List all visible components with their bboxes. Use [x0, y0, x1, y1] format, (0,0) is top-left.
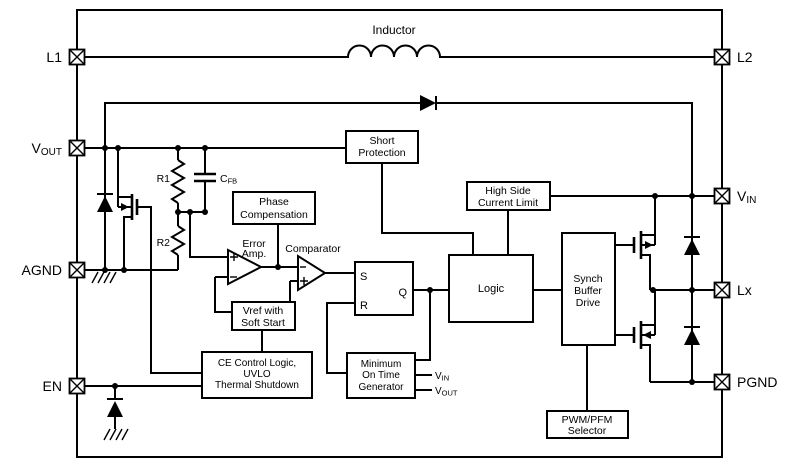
diode-top-feed — [420, 95, 436, 111]
pin-label-vin: VIN — [737, 188, 756, 206]
block-min-on-time-generator — [346, 352, 416, 399]
error-amp-label-1: Error — [242, 238, 266, 250]
ce-label-3: Thermal Shutdown — [215, 380, 299, 391]
cfb-label: CFB — [220, 173, 237, 186]
mintime-label-1: Minimum — [361, 359, 402, 370]
resistor-r2 — [170, 212, 186, 270]
hscl-label-2: Current Limit — [478, 197, 538, 209]
pin-label-pgnd: PGND — [737, 374, 777, 390]
diode-vout-agnd — [97, 148, 113, 270]
inductor-label: Inductor — [372, 23, 415, 37]
error-amp-symbol — [227, 248, 264, 286]
block-phase-compensation — [232, 191, 316, 225]
phase-comp-label-2: Compensation — [240, 209, 308, 221]
mosfet-high-side — [632, 196, 656, 290]
pin-vout — [68, 139, 86, 157]
wire-vref-to-erramp — [214, 276, 232, 313]
wire-shortprot-to-logic — [381, 163, 474, 255]
r1-label: R1 — [157, 173, 171, 185]
pwmpfm-label-2: Selector — [568, 425, 607, 437]
wire-gate-drives — [615, 244, 634, 336]
latch-q-label: Q — [398, 287, 407, 299]
latch-r-label: R — [360, 300, 368, 312]
block-ce-control-logic — [201, 351, 313, 399]
short-protection-label-1: Short — [369, 135, 394, 147]
wire-mintime-inputs — [415, 374, 432, 391]
wire-q-to-mintime — [415, 290, 431, 361]
diode-low-side — [684, 329, 700, 345]
block-sr-latch — [354, 261, 414, 316]
pin-vin — [713, 187, 731, 205]
comparator-label: Comparator — [285, 243, 341, 255]
mintime-vin-label: VIN — [435, 371, 449, 383]
ce-label-2: UVLO — [243, 369, 270, 380]
mintime-label-2: On Time — [362, 370, 400, 381]
mintime-vout-label: VOUT — [435, 386, 458, 398]
mosfet-arrow — [645, 241, 653, 249]
pin-l2 — [713, 48, 731, 66]
block-logic — [448, 254, 534, 323]
error-amp-label-2: Amp. — [242, 248, 267, 260]
pin-pgnd — [713, 373, 731, 391]
synch-label-3: Drive — [576, 297, 601, 309]
pin-label-lx: Lx — [737, 282, 752, 298]
ce-label-1: CE Control Logic, — [218, 358, 296, 369]
mosfet-discharge — [117, 148, 202, 374]
junction-dots — [102, 145, 695, 389]
r2-label: R2 — [157, 237, 171, 249]
resistor-r1 — [170, 148, 186, 212]
block-short-protection — [345, 130, 419, 164]
mosfet-arrow — [121, 203, 129, 211]
vref-label-2: Soft Start — [241, 317, 285, 329]
block-vref-soft-start — [231, 301, 296, 331]
wire-vout-diode-vin — [104, 95, 693, 196]
latch-s-label: S — [360, 271, 367, 283]
mosfet-low-side — [632, 290, 656, 382]
logic-label: Logic — [478, 283, 505, 295]
vref-label-1: Vref with — [243, 305, 284, 317]
pin-en — [68, 377, 86, 395]
mintime-label-3: Generator — [358, 382, 404, 393]
diode-high-side — [684, 239, 700, 255]
en-input-network — [85, 385, 202, 441]
wire-vref-to-comparator — [289, 280, 298, 302]
pin-label-agnd: AGND — [22, 262, 62, 278]
mosfet-arrow — [643, 331, 651, 339]
phase-comp-label-1: Phase — [259, 196, 289, 208]
chip-border — [76, 9, 723, 458]
error-amp-plus — [230, 253, 238, 261]
capacitor-cfb — [194, 148, 216, 212]
pin-agnd — [68, 261, 86, 279]
pin-label-l1: L1 — [46, 49, 62, 65]
pin-label-vout: VOUT — [32, 140, 62, 158]
pwmpfm-label-1: PWM/PFM — [562, 414, 613, 426]
block-pwm-pfm-selector — [546, 410, 629, 439]
pin-l1 — [68, 48, 86, 66]
block-synch-buffer-drive — [561, 232, 616, 346]
comparator-plus — [300, 277, 308, 285]
block-high-side-current-limit — [466, 181, 551, 211]
hscl-label-1: High Side — [485, 185, 531, 197]
synch-label-1: Synch — [573, 273, 602, 285]
comparator-symbol — [297, 254, 327, 292]
pin-lx — [713, 281, 731, 299]
synch-label-2: Buffer — [574, 285, 602, 297]
wire-reset-path — [326, 302, 355, 374]
ground-symbol-en — [103, 428, 129, 441]
wire-discharge-gate — [137, 206, 202, 374]
pin-label-l2: L2 — [737, 49, 753, 65]
short-protection-label-2: Protection — [358, 147, 405, 159]
pin-label-en: EN — [43, 378, 62, 394]
ground-symbol-agnd — [91, 271, 117, 284]
wire-l1-l2-inductor — [85, 44, 714, 58]
diode-en — [107, 401, 123, 417]
wire-fb-to-erramp — [189, 212, 228, 258]
